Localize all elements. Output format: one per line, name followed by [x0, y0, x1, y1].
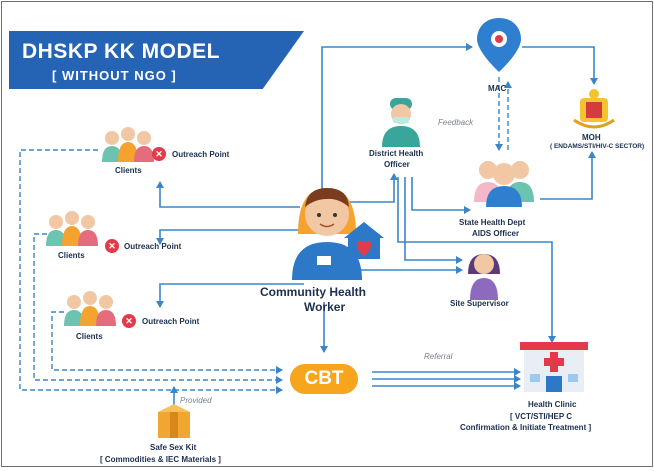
district-officer-label-line1: District Health — [369, 149, 424, 158]
arrow-chw-outreach-2 — [156, 229, 300, 245]
health-staff-icon — [474, 161, 534, 207]
outreach-point-label-1: Outreach Point — [172, 150, 230, 159]
state-officer-label-line1: State Health Dept — [459, 218, 526, 227]
clients-label-2: Clients — [58, 251, 85, 260]
clients-group-icon-1 — [102, 127, 154, 162]
arrow-mac-moh — [522, 46, 598, 85]
clients-label-1: Clients — [115, 166, 142, 175]
moh-label: MOH — [582, 133, 601, 142]
outreach-point-label-3: Outreach Point — [142, 317, 200, 326]
district-officer-label-line2: Officer — [384, 160, 410, 169]
clinic-icon — [520, 342, 588, 392]
feedback-edge-label: Feedback — [438, 118, 474, 127]
mac-label: MAC — [488, 84, 507, 93]
arrow-district-site — [404, 177, 463, 264]
house-heart-icon — [344, 222, 384, 259]
alert-icon: ✕ — [122, 314, 136, 328]
site-supervisor-label: Site Supervisor — [450, 299, 509, 308]
clients-group-icon-3 — [64, 291, 116, 326]
arrow-district-state — [411, 177, 471, 214]
provided-edge-label: Provided — [180, 396, 212, 405]
health-clinic-label: Health Clinic — [528, 400, 577, 409]
arrow-chw-outreach-1 — [156, 181, 300, 208]
outreach-point-label-2: Outreach Point — [124, 242, 182, 251]
supervisor-icon — [468, 254, 500, 300]
moh-sublabel: ( ENDAMS/STI/HIV-C SECTOR) — [550, 143, 645, 150]
arrow-state-moh — [540, 151, 596, 200]
health-worker-icon — [292, 188, 362, 280]
chw-label-line2: Worker — [304, 300, 346, 314]
diagram-title: DHSKP KK MODEL — [22, 40, 220, 63]
alert-icon: ✕ — [105, 239, 119, 253]
safe-sex-kit-label: Safe Sex Kit — [150, 443, 197, 452]
alert-icon: ✕ — [152, 147, 166, 161]
clients-label-3: Clients — [76, 332, 103, 341]
referral-edge-label: Referral — [424, 352, 453, 361]
dashed-clients-cbt-2 — [33, 233, 283, 384]
government-crest-icon — [573, 89, 615, 129]
arrow-district-clinic — [397, 177, 556, 343]
dashed-clients-cbt-1 — [19, 149, 283, 394]
cbt-node: CBT — [290, 364, 358, 394]
state-officer-label-line2: AIDS Officer — [472, 229, 520, 238]
health-clinic-sublabel-line2: Confirmation & Initiate Treatment ] — [460, 423, 592, 432]
dashed-clients-cbt-3 — [51, 311, 283, 374]
diagram-subtitle: [ WITHOUT NGO ] — [52, 68, 177, 83]
box-icon — [158, 404, 190, 438]
arrow-chw-district — [348, 173, 398, 203]
clients-group-icon-2 — [46, 211, 98, 246]
title-banner — [9, 31, 304, 89]
health-clinic-sublabel-line1: [ VCT/STI/HEP C — [510, 412, 573, 421]
safe-sex-kit-sublabel: [ Commodities & IEC Materials ] — [100, 455, 221, 464]
doctor-icon — [382, 98, 420, 147]
chw-label-line1: Community Health — [260, 285, 367, 299]
arrow-chw-outreach-3 — [156, 283, 304, 308]
location-pin-icon — [477, 18, 521, 72]
